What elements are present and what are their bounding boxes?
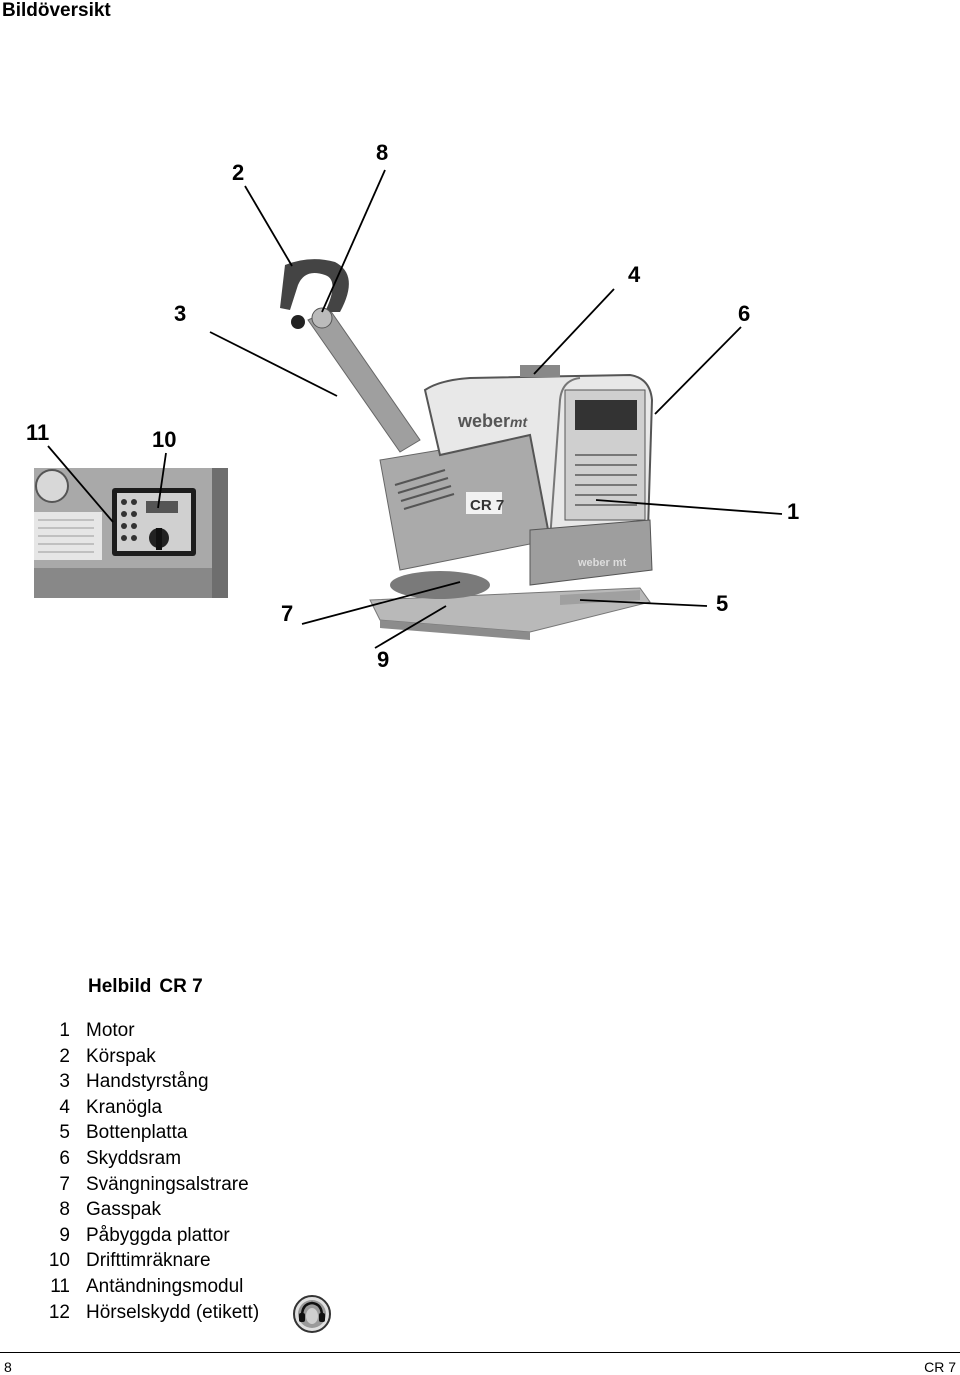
callout-11: 11 — [26, 420, 50, 445]
figure-caption: Helbild CR 7 — [88, 976, 211, 998]
brand-logo: weber — [457, 411, 510, 431]
ignition-module-photo — [34, 468, 228, 598]
callout-10: 10 — [152, 427, 177, 452]
caption-label: Helbild — [88, 976, 152, 997]
page-title: Bildöversikt — [2, 0, 111, 21]
footer-rule — [0, 1352, 960, 1353]
callout-2: 2 — [232, 160, 245, 185]
svg-text:weber mt: weber mt — [577, 557, 627, 569]
callout-8: 8 — [376, 140, 389, 165]
callout-9: 9 — [377, 647, 390, 672]
svg-text:mt: mt — [510, 414, 528, 430]
page-number: 8 — [4, 1359, 12, 1375]
callout-1: 1 — [787, 499, 800, 524]
callout-5: 5 — [716, 591, 729, 616]
footer-model: CR 7 — [924, 1359, 956, 1375]
machine-photo: weber mt CR 7 weber mt — [280, 259, 654, 640]
machine-badge: CR 7 — [470, 497, 504, 514]
callout-3: 3 — [174, 301, 187, 326]
ear-protection-icon — [293, 1295, 331, 1333]
caption-model: CR 7 — [159, 976, 203, 997]
callout-4: 4 — [628, 262, 641, 287]
callout-7: 7 — [281, 601, 294, 626]
callout-6: 6 — [738, 301, 751, 326]
